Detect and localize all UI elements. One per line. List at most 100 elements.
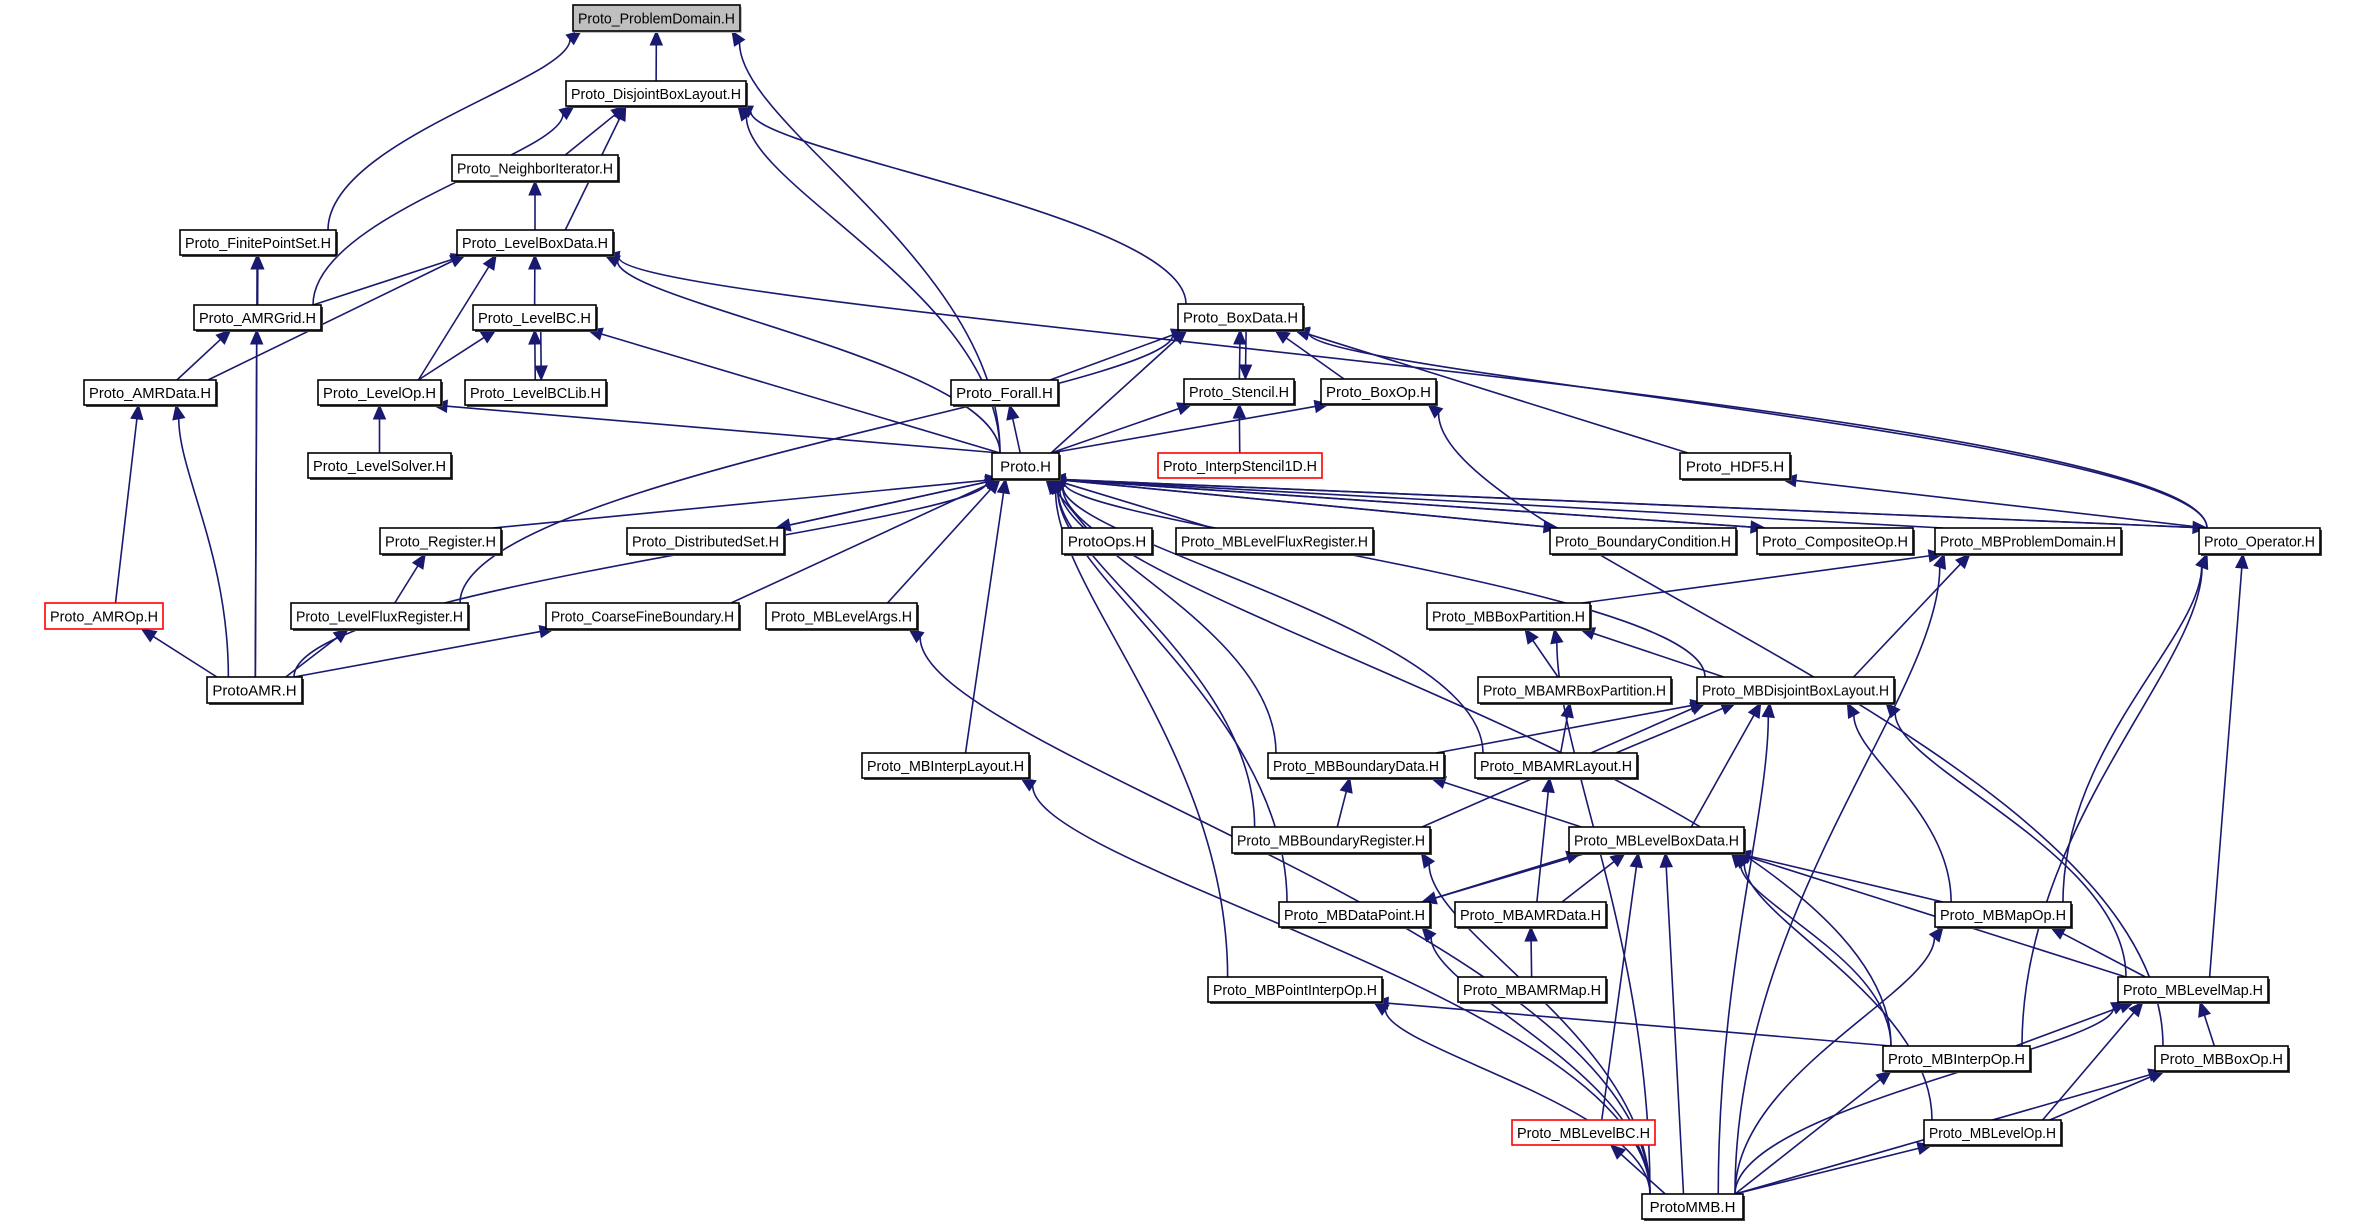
node-interp-stencil1-d[interactable]: Proto_InterpStencil1D.H (1157, 452, 1323, 479)
node-amr-grid[interactable]: Proto_AMRGrid.H (193, 304, 323, 332)
node-box (290, 602, 469, 630)
node-amr-data[interactable]: Proto_AMRData.H (83, 379, 218, 407)
node-box-data[interactable]: Proto_BoxData.H (1177, 303, 1305, 332)
node-proto-mmb[interactable]: ProtoMMB.H (1641, 1193, 1745, 1221)
node-proto-ops[interactable]: ProtoOps.H (1061, 527, 1154, 556)
node-mb-box-op[interactable]: Proto_MBBoxOp.H (2154, 1045, 2290, 1073)
node-finite-point-set[interactable]: Proto_FinitePointSet.H (179, 229, 338, 257)
arrowhead-icon (249, 328, 264, 345)
node-mb-map-op[interactable]: Proto_MBMapOp.H (1934, 901, 2073, 929)
edge-line (1011, 418, 1022, 454)
node-box (307, 452, 452, 479)
edge-line (1244, 329, 1247, 366)
node-mb-level-map[interactable]: Proto_MBLevelMap.H (2117, 976, 2270, 1004)
arrowhead-icon (1747, 701, 1762, 719)
node-label: Proto_HDF5.H (1686, 459, 1784, 476)
arrowhead-icon (613, 104, 627, 122)
edge-mb-box-op-to-box-op (1427, 403, 2164, 1047)
edge-line (2203, 1015, 2216, 1047)
node-mbamr-box-partition[interactable]: Proto_MBAMRBoxPartition.H (1477, 676, 1673, 705)
arrowhead-icon (1524, 627, 1539, 645)
node-operator[interactable]: Proto_Operator.H (2198, 527, 2322, 556)
node-box (2117, 976, 2269, 1003)
node-neighbor-iterator[interactable]: Proto_NeighborIterator.H (451, 154, 620, 183)
node-box (456, 229, 614, 256)
node-level-op[interactable]: Proto_LevelOp.H (317, 379, 443, 407)
node-forall[interactable]: Proto_Forall.H (950, 379, 1060, 407)
node-mb-level-box-data[interactable]: Proto_MBLevelBoxData.H (1568, 826, 1746, 855)
nodes-layer: Proto_ProblemDomain.H Proto_DisjointBoxLa… (44, 4, 2322, 1221)
node-label: Proto_CompositeOp.H (1762, 534, 1908, 551)
node-level-box-data[interactable]: Proto_LevelBoxData.H (456, 229, 615, 257)
node-hdf5[interactable]: Proto_HDF5.H (1679, 452, 1792, 481)
node-boundary-condition[interactable]: Proto_BoundaryCondition.H (1549, 527, 1738, 556)
node-box-op[interactable]: Proto_BoxOp.H (1320, 378, 1438, 406)
node-mb-interp-op[interactable]: Proto_MBInterpOp.H (1882, 1045, 2032, 1073)
node-disjoint-box-layout[interactable]: Proto_DisjointBoxLayout.H (565, 80, 748, 108)
edge-line (417, 336, 485, 381)
node-box (379, 527, 502, 555)
edge-line (1559, 716, 1569, 754)
node-mb-disjoint-box-layout[interactable]: Proto_MBDisjointBoxLayout.H (1696, 676, 1896, 705)
node-mb-interp-layout[interactable]: Proto_MBInterpLayout.H (861, 752, 1031, 780)
edge-mb-interp-op-to-mb-point-interp-op (1372, 996, 1892, 1047)
arrowhead-icon (1609, 1144, 1627, 1160)
node-proto-h[interactable]: Proto.H (991, 452, 1061, 481)
edge-line (730, 484, 988, 604)
edge-line (1050, 478, 1545, 528)
edge-line (919, 637, 1651, 1195)
edge-line (601, 333, 1001, 454)
node-mb-level-flux-register[interactable]: Proto_MBLevelFluxRegister.H (1175, 527, 1375, 556)
node-coarse-fine-boundary[interactable]: Proto_CoarseFineBoundary.H (545, 602, 741, 631)
edge-operator-to-hdf5 (1780, 473, 2208, 529)
edge-operator-to-box-data (1293, 326, 2208, 529)
edge-line (1049, 334, 1174, 381)
node-mb-data-point[interactable]: Proto_MBDataPoint.H (1278, 901, 1432, 929)
edge-proto-h-to-level-box-data (603, 254, 1001, 454)
node-stencil[interactable]: Proto_Stencil.H (1183, 378, 1296, 406)
node-mbamr-map[interactable]: Proto_MBAMRMap.H (1457, 976, 1608, 1004)
node-mb-level-args[interactable]: Proto_MBLevelArgs.H (765, 602, 919, 631)
node-mb-point-interp-op[interactable]: Proto_MBPointInterpOp.H (1207, 976, 1384, 1004)
node-problem-domain[interactable]: Proto_ProblemDomain.H (572, 4, 742, 33)
node-label: Proto_MBLevelOp.H (1929, 1125, 2056, 1142)
node-level-bc-lib[interactable]: Proto_LevelBCLib.H (464, 379, 608, 407)
node-level-bc[interactable]: Proto_LevelBC.H (472, 304, 598, 332)
edge-line (564, 114, 616, 156)
edge-mb-disjoint-box-layout-to-proto-h (1049, 476, 1706, 678)
edge-proto-h-to-boundary-condition (1050, 478, 1560, 534)
node-mb-boundary-data[interactable]: Proto_MBBoundaryData.H (1267, 752, 1446, 780)
node-mb-level-bc[interactable]: Proto_MBLevelBC.H (1511, 1119, 1656, 1146)
edge-line (1064, 478, 1944, 529)
node-mbamr-layout[interactable]: Proto_MBAMRLayout.H (1474, 752, 1639, 780)
node-amr-op[interactable]: Proto_AMROp.H (44, 602, 164, 630)
node-label: Proto_Forall.H (956, 385, 1053, 402)
node-box (765, 602, 918, 630)
node-label: Proto_ProblemDomain.H (578, 11, 735, 28)
edge-register-to-proto-h (492, 473, 1002, 529)
edge-box-op-to-box-data (1273, 329, 1345, 380)
edge-operator-to-proto-h (1049, 472, 2208, 529)
edge-line (1894, 713, 2127, 978)
node-mb-level-op[interactable]: Proto_MBLevelOp.H (1923, 1119, 2063, 1147)
node-mbamr-data[interactable]: Proto_MBAMRData.H (1454, 901, 1608, 929)
arrowhead-icon (731, 29, 746, 47)
edge-proto-mmb-to-mb-data-point (1421, 926, 1651, 1195)
node-composite-op[interactable]: Proto_CompositeOp.H (1756, 527, 1915, 556)
node-proto-amr[interactable]: ProtoAMR.H (206, 676, 304, 705)
node-level-flux-register[interactable]: Proto_LevelFluxRegister.H (290, 602, 470, 631)
node-distributed-set[interactable]: Proto_DistributedSet.H (626, 527, 786, 556)
edge-line (1435, 704, 1692, 754)
node-label: Proto_BoxData.H (1183, 310, 1298, 327)
node-register[interactable]: Proto_Register.H (379, 527, 503, 556)
arrowhead-icon (528, 253, 542, 270)
node-mb-boundary-register[interactable]: Proto_MBBoundaryRegister.H (1231, 826, 1432, 855)
node-mb-problem-domain[interactable]: Proto_MBProblemDomain.H (1934, 527, 2123, 556)
edge-line (492, 479, 987, 529)
node-level-solver[interactable]: Proto_LevelSolver.H (307, 452, 453, 480)
node-box (1568, 826, 1745, 854)
edge-mb-level-bc-to-mb-level-box-data (1600, 851, 1643, 1121)
node-box (1549, 527, 1737, 555)
edge-line (1593, 632, 1725, 678)
node-mb-box-partition[interactable]: Proto_MBBoxPartition.H (1426, 602, 1592, 631)
